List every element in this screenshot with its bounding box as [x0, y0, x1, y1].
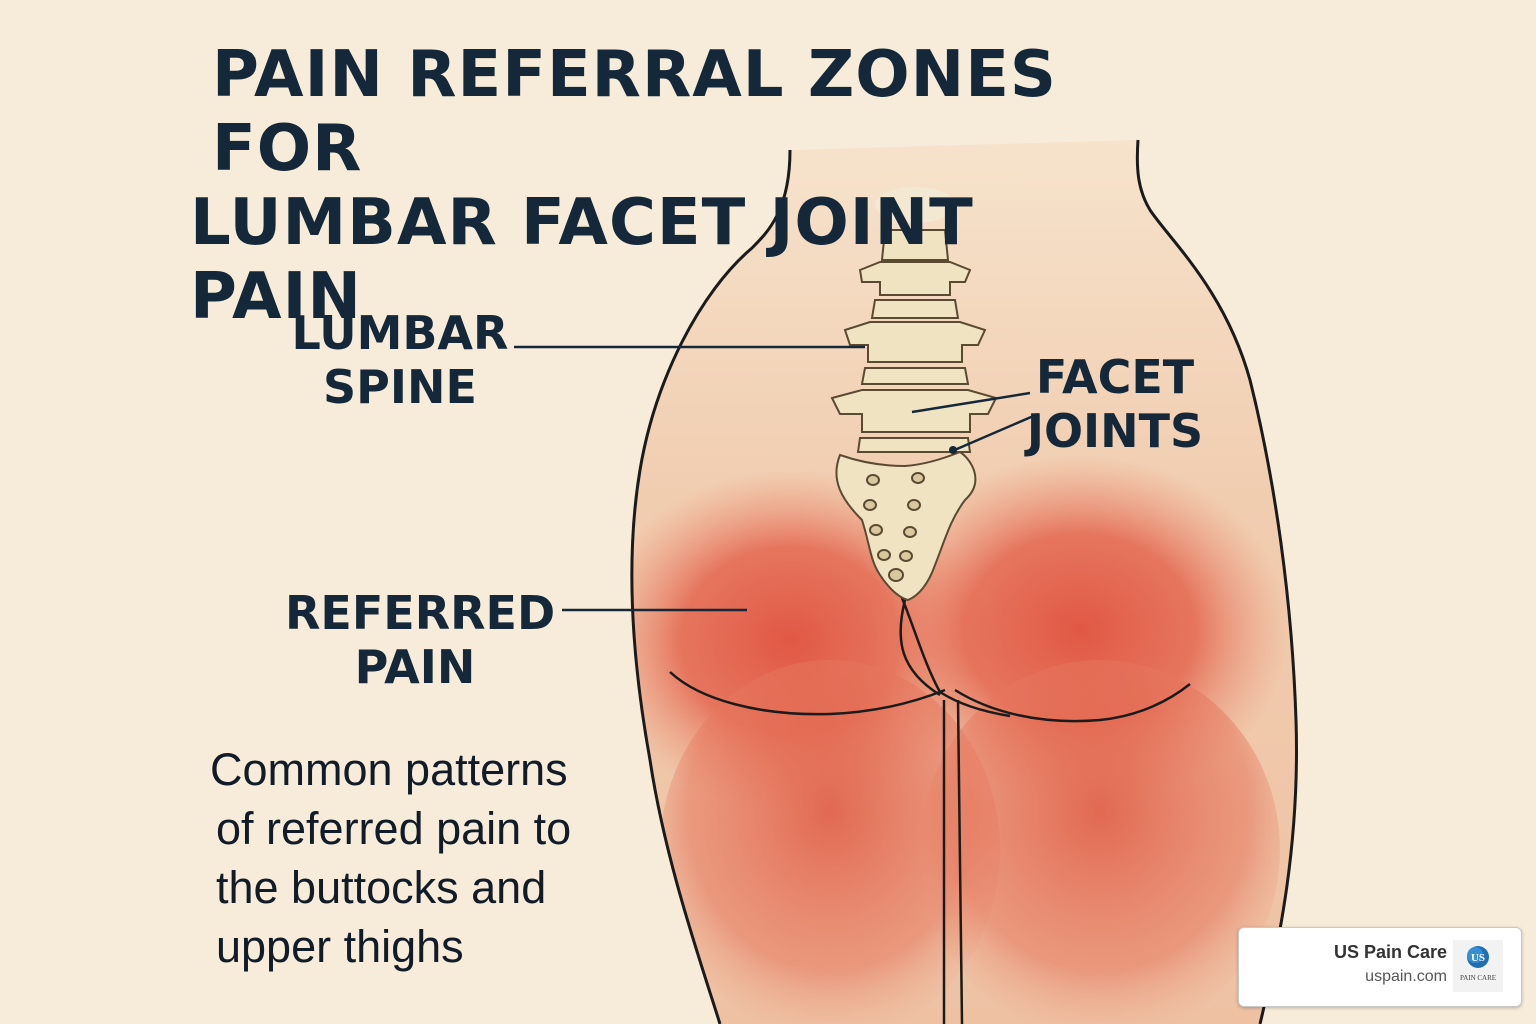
label-referred-pain-line-2: PAIN: [354, 640, 476, 694]
leader-facet-joints-2: [949, 412, 1039, 454]
pain-zone-left-thigh: [660, 660, 1000, 1024]
label-facet-joints-line-2: JOINTS: [1026, 404, 1204, 458]
label-facet-joints-line-1: FACET: [1035, 350, 1195, 404]
label-referred-pain: REFERRED PAIN: [285, 586, 556, 694]
caption-line-2: of referred pain to: [216, 803, 572, 854]
caption-line-4: upper thighs: [216, 921, 464, 972]
source-badge[interactable]: US Pain Care uspain.com US PAIN CARE: [1238, 927, 1522, 1007]
badge-name: US Pain Care: [1333, 942, 1447, 962]
label-lumbar-spine: LUMBAR SPINE: [290, 306, 510, 414]
leader-facet-joints-1: [911, 391, 1031, 414]
badge-url: uspain.com: [1365, 968, 1447, 985]
caption-line-1: Common patterns: [210, 744, 568, 795]
title-line-1: PAIN REFERRAL ZONES FOR: [212, 38, 1057, 186]
caption: Common patterns of referred pain to the …: [210, 740, 630, 976]
label-facet-joints: FACET JOINTS: [1020, 350, 1210, 458]
diagram-title: PAIN REFERRAL ZONES FOR LUMBAR FACET JOI…: [190, 38, 1150, 334]
label-lumbar-spine-line-2: SPINE: [323, 360, 477, 414]
title-line-2: LUMBAR FACET JOINT PAIN: [190, 186, 974, 334]
label-lumbar-spine-line-1: LUMBAR: [291, 306, 509, 360]
us-pain-care-logo-icon: US PAIN CARE: [1453, 940, 1503, 992]
lumbar-spine: [830, 187, 998, 602]
pain-zone-right-thigh: [920, 660, 1280, 1024]
logo-mark-text: US: [1471, 952, 1485, 964]
label-referred-pain-line-1: REFERRED: [285, 586, 556, 640]
logo-text: PAIN CARE: [1459, 974, 1497, 982]
caption-line-3: the buttocks and: [216, 862, 547, 913]
